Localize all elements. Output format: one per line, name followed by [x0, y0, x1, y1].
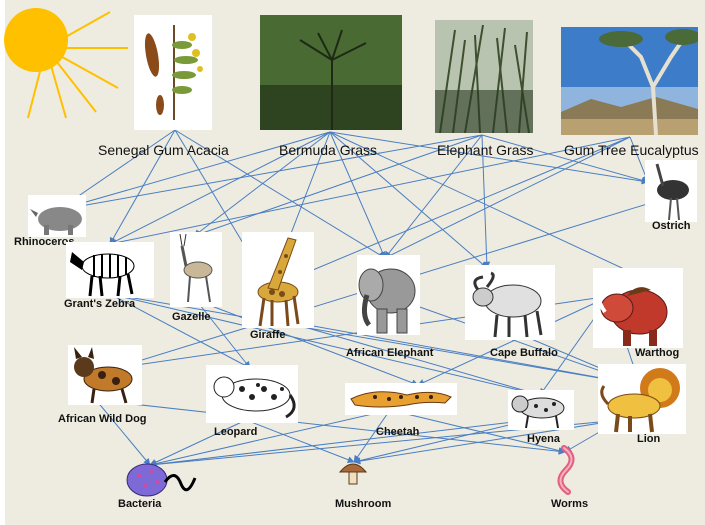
- node-label-warthog: Warthog: [635, 347, 679, 359]
- node-label-cape-buffalo: Cape Buffalo: [490, 347, 558, 359]
- node-label-elephant-grass: Elephant Grass: [437, 142, 534, 158]
- node-label-african-wild-dog: African Wild Dog: [58, 413, 147, 425]
- leopard-image: [206, 365, 298, 423]
- arrow-african_wild_dog-to-bacteria: [96, 400, 150, 465]
- elephant-grass-image: [435, 20, 533, 133]
- node-label-gum-tree-eucalyptus: Gum Tree Eucalyptus: [564, 142, 699, 158]
- node-label-mushroom: Mushroom: [335, 498, 391, 510]
- node-label-senegal-gum-acacia: Senegal Gum Acacia: [98, 142, 229, 158]
- wild-dog-image: [68, 345, 142, 405]
- node-label-giraffe: Giraffe: [250, 329, 285, 341]
- lion-image: [598, 364, 686, 434]
- giraffe-image: [242, 232, 314, 328]
- bermuda-grass-image: [260, 15, 402, 130]
- node-label-gazelle: Gazelle: [172, 311, 211, 323]
- cape-buffalo-image: [465, 265, 555, 340]
- node-label-grants-zebra: Grant's Zebra: [64, 298, 135, 310]
- node-label-cheetah: Cheetah: [376, 426, 419, 438]
- node-label-bacteria: Bacteria: [118, 498, 161, 510]
- node-label-african-elephant: African Elephant: [346, 347, 433, 359]
- ostrich-image: [645, 160, 697, 222]
- bacteria-image: [125, 458, 197, 498]
- worm-image: [550, 442, 586, 496]
- eucalyptus-image: [561, 27, 698, 135]
- node-label-bermuda-grass: Bermuda Grass: [279, 142, 377, 158]
- cheetah-image: [345, 383, 457, 415]
- warthog-image: [593, 268, 683, 348]
- arrow-african_wild_dog-to-worms: [96, 400, 565, 452]
- arrow-leopard-to-mushroom: [246, 420, 354, 462]
- rhinoceros-image: [28, 195, 86, 237]
- hyena-image: [508, 390, 574, 430]
- node-label-lion: Lion: [637, 433, 660, 445]
- zebra-image: [66, 242, 154, 298]
- elephant-image: [357, 255, 420, 335]
- node-label-leopard: Leopard: [214, 426, 257, 438]
- gazelle-image: [170, 232, 222, 307]
- mushroom-image: [338, 458, 368, 486]
- node-label-worms: Worms: [551, 498, 588, 510]
- acacia-image: [134, 15, 212, 130]
- node-label-ostrich: Ostrich: [652, 220, 691, 232]
